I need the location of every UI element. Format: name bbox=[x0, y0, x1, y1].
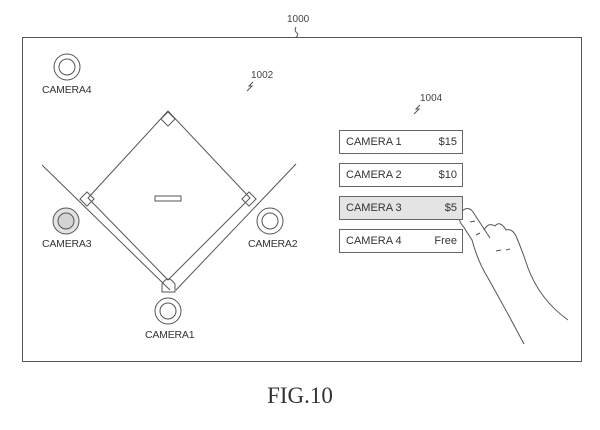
figure-caption: FIG.10 bbox=[267, 383, 333, 408]
camera-option-1[interactable]: CAMERA 1 $15 bbox=[339, 130, 463, 154]
camera-icon-4 bbox=[53, 53, 81, 81]
camera-option-price: Free bbox=[434, 235, 457, 247]
camera1-label: CAMERA1 bbox=[145, 329, 195, 341]
home-plate bbox=[161, 278, 176, 293]
camera-option-name: CAMERA 4 bbox=[346, 235, 402, 247]
leader-screen bbox=[294, 26, 299, 38]
camera-icon-1 bbox=[154, 297, 182, 325]
ref-field: 1002 bbox=[251, 70, 274, 81]
camera-option-3[interactable]: CAMERA 3 $5 bbox=[339, 196, 463, 220]
foul-line-left bbox=[41, 164, 171, 291]
camera-option-name: CAMERA 3 bbox=[346, 202, 402, 214]
camera-option-name: CAMERA 1 bbox=[346, 136, 402, 148]
foul-line-right bbox=[175, 163, 297, 291]
infield-diamond bbox=[87, 110, 251, 281]
display-screen bbox=[22, 37, 582, 362]
leader-field bbox=[246, 81, 254, 92]
ref-menu: 1004 bbox=[420, 93, 443, 104]
camera3-label: CAMERA3 bbox=[42, 238, 92, 250]
camera-icon-2 bbox=[256, 207, 284, 235]
first-base bbox=[241, 191, 257, 207]
pitchers-mound bbox=[154, 195, 182, 202]
camera-option-price: $5 bbox=[444, 202, 457, 214]
camera-option-name: CAMERA 2 bbox=[346, 169, 402, 181]
pointing-hand-icon bbox=[458, 208, 569, 345]
ref-screen: 1000 bbox=[287, 14, 310, 25]
camera4-label: CAMERA4 bbox=[42, 84, 92, 96]
camera-option-2[interactable]: CAMERA 2 $10 bbox=[339, 163, 463, 187]
baseball-field bbox=[41, 110, 297, 293]
third-base bbox=[79, 191, 95, 207]
camera-icon-3 bbox=[52, 207, 80, 235]
camera-option-price: $10 bbox=[438, 169, 457, 181]
camera2-label: CAMERA2 bbox=[248, 238, 298, 250]
second-base bbox=[160, 111, 176, 127]
camera-option-4[interactable]: CAMERA 4 Free bbox=[339, 229, 463, 253]
camera-option-price: $15 bbox=[438, 136, 457, 148]
leader-menu bbox=[413, 104, 421, 115]
